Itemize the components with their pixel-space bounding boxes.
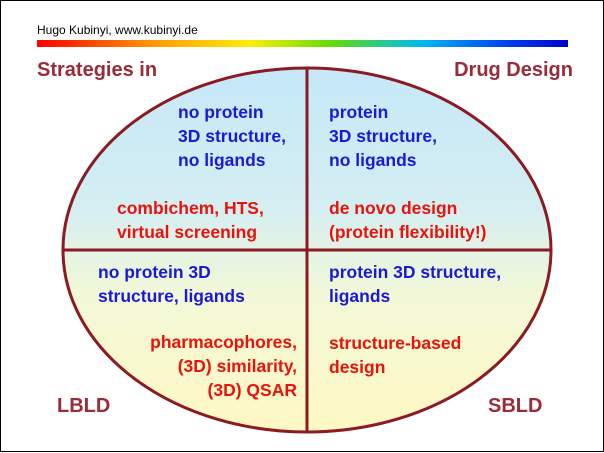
text-line: no protein 3D <box>98 262 211 282</box>
br-conditions: protein 3D structure, ligands <box>329 260 501 308</box>
title-left: Strategies in <box>37 59 158 81</box>
text-line: de novo design <box>329 198 458 218</box>
text-line: structure, ligands <box>98 286 245 306</box>
text-line: combichem, HTS, <box>117 198 264 218</box>
text-line: structure-based <box>329 333 462 353</box>
bl-methods: pharmacophores, (3D) similarity, (3D) QS… <box>119 330 297 402</box>
text-line: protein <box>329 102 389 122</box>
text-line: 3D structure, <box>178 126 286 146</box>
text-line: (3D) similarity, <box>177 356 297 376</box>
sbld-label: SBLD <box>488 395 543 417</box>
tr-conditions: protein 3D structure, no ligands <box>329 100 437 172</box>
title-right: Drug Design <box>454 59 573 81</box>
lbld-label: LBLD <box>57 395 111 417</box>
tl-methods: combichem, HTS, virtual screening <box>117 196 264 244</box>
text-line: (protein flexibility!) <box>329 222 487 242</box>
text-line: (3D) QSAR <box>207 380 297 400</box>
text-line: pharmacophores, <box>150 332 297 352</box>
text-line: no ligands <box>178 150 266 170</box>
text-line: 3D structure, <box>329 126 437 146</box>
text-line: design <box>329 357 386 377</box>
br-methods: structure-based design <box>329 331 461 379</box>
text-line: no ligands <box>329 150 417 170</box>
text-line: virtual screening <box>117 222 258 242</box>
text-line: protein 3D structure, <box>329 262 502 282</box>
text-line: no protein <box>178 102 264 122</box>
rainbow-bar <box>37 40 568 47</box>
tr-methods: de novo design (protein flexibility!) <box>329 196 487 244</box>
bl-conditions: no protein 3D structure, ligands <box>98 260 245 308</box>
tl-conditions: no protein 3D structure, no ligands <box>178 100 286 172</box>
text-line: ligands <box>329 286 391 306</box>
author-credit: Hugo Kubinyi, www.kubinyi.de <box>37 23 198 37</box>
